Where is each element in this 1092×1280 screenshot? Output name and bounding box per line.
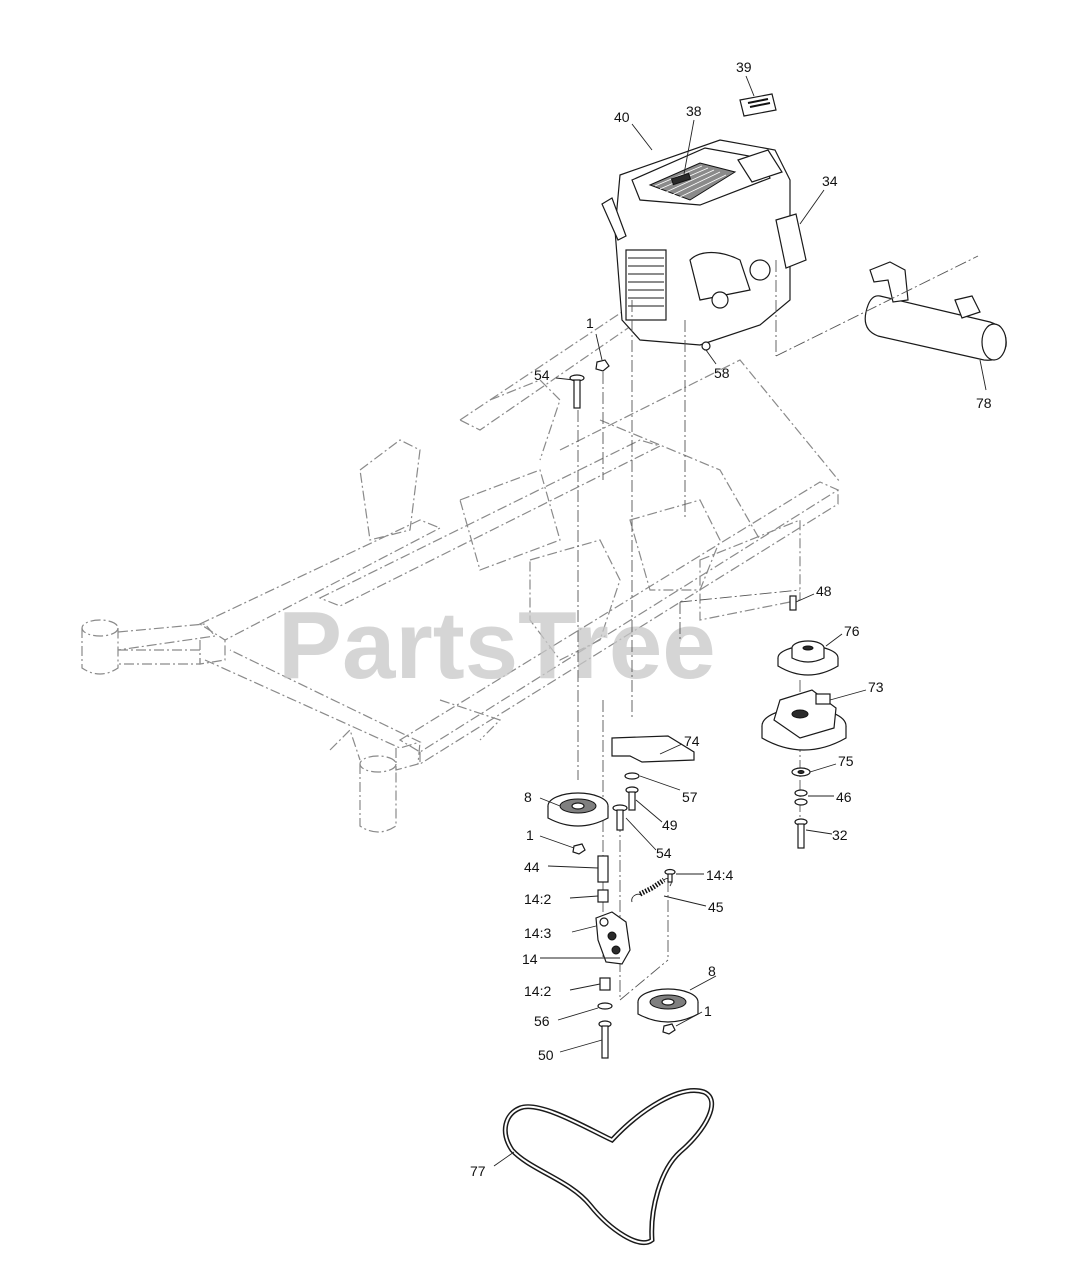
callout-labels: 39 40 38 34 1 54 58 78 48 76 73 74 75 57… [470, 59, 992, 1179]
callout-49: 49 [662, 817, 678, 833]
spacer-44 [597, 855, 609, 883]
callout-38: 38 [686, 103, 702, 119]
callout-14-2-lower: 14:2 [524, 983, 551, 999]
callout-1-mid: 1 [526, 827, 534, 843]
washer-56 [597, 1002, 613, 1010]
key-48 [789, 595, 797, 611]
electric-clutch-73 [761, 689, 847, 751]
nut-58 [701, 341, 711, 351]
nut-1-mid [572, 843, 586, 855]
dipstick [601, 197, 627, 241]
callout-34: 34 [822, 173, 838, 189]
callout-39: 39 [736, 59, 752, 75]
callout-14-3: 14:3 [524, 925, 551, 941]
engine-decal [670, 172, 692, 186]
callout-1-lower: 1 [704, 1003, 712, 1019]
bushing-14-2-lower [599, 977, 611, 991]
cylinder-fins [625, 249, 667, 321]
bracket-74 [611, 735, 695, 763]
idler-pulley-8-lower [637, 988, 699, 1023]
callout-58: 58 [714, 365, 730, 381]
callout-77: 77 [470, 1163, 486, 1179]
idler-pulley-8-upper [547, 792, 609, 827]
callout-32: 32 [832, 827, 848, 843]
callout-14-2-upper: 14:2 [524, 891, 551, 907]
callout-54-lower: 54 [656, 845, 672, 861]
washer-57 [624, 772, 640, 780]
bolt-32 [794, 818, 808, 849]
drive-belt-77 [502, 1088, 715, 1246]
washer-46b [794, 798, 808, 806]
callout-45: 45 [708, 899, 724, 915]
pulley-76 [777, 640, 839, 676]
nut-1-top [595, 359, 610, 372]
leader-lines [493, 75, 987, 1167]
callout-14: 14 [522, 951, 538, 967]
watermark: PartsTree [278, 592, 716, 699]
callout-8-lower: 8 [708, 963, 716, 979]
engine [601, 139, 807, 346]
callout-75: 75 [838, 753, 854, 769]
callout-14-4: 14:4 [706, 867, 733, 883]
callout-1-top: 1 [586, 315, 594, 331]
bushing-14-2-upper [597, 889, 609, 903]
idler-arm-14 [595, 911, 631, 965]
bolt-14-4 [664, 868, 676, 883]
callout-76: 76 [844, 623, 860, 639]
muffler [864, 261, 1007, 361]
callout-40: 40 [614, 109, 630, 125]
callout-56: 56 [534, 1013, 550, 1029]
bolt-50 [598, 1020, 612, 1059]
bolt-49 [625, 786, 639, 811]
callout-78: 78 [976, 395, 992, 411]
callout-73: 73 [868, 679, 884, 695]
callout-54-top: 54 [534, 367, 550, 383]
callout-74: 74 [684, 733, 700, 749]
callout-8-upper: 8 [524, 789, 532, 805]
callout-48: 48 [816, 583, 832, 599]
callout-50: 50 [538, 1047, 554, 1063]
callout-57: 57 [682, 789, 698, 805]
mower-frame [81, 299, 841, 833]
nut-1-lower [662, 1023, 676, 1035]
washer-46a [794, 789, 808, 797]
callout-46: 46 [836, 789, 852, 805]
spring-45 [631, 877, 672, 903]
alignment-lines [577, 255, 979, 1001]
bolt-54-lower [612, 804, 628, 831]
callout-44: 44 [524, 859, 540, 875]
